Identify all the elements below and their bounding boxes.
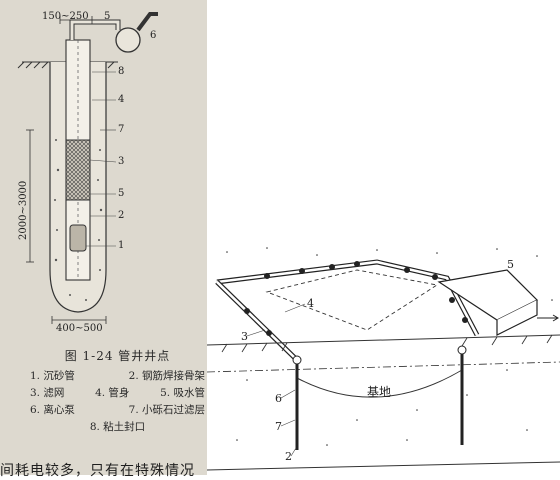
- bottom-width-dim: 400~500: [56, 323, 103, 334]
- callout-5-mid: 5: [118, 188, 124, 199]
- suction-pipe: [69, 19, 121, 40]
- legend-item: 8. 粘土封口: [89, 421, 146, 433]
- callout-7: 7: [275, 420, 282, 433]
- legend-item: 2. 钢筋焊接骨架: [128, 370, 205, 382]
- water-table: [207, 361, 560, 373]
- callout-1: 1: [118, 240, 124, 251]
- ground-surface: [207, 334, 560, 346]
- callout-3: 3: [118, 156, 124, 167]
- callout-8: 8: [118, 66, 124, 77]
- cut-off-text: 间耗电较多，只有在特殊情况: [0, 463, 195, 479]
- legend-item: 5. 吸水管: [160, 387, 205, 399]
- legend-row-1: 1. 沉砂管 2. 钢筋焊接骨架: [30, 368, 205, 385]
- legend-item: 6. 离心泵: [30, 404, 75, 416]
- callout-3: 3: [241, 330, 248, 343]
- legend-item: 7. 小砾石过滤层: [128, 404, 205, 416]
- legend-row-3: 6. 离心泵 7. 小砾石过滤层: [30, 402, 205, 419]
- pit-outline: [265, 269, 439, 331]
- header-pipe: [216, 259, 480, 337]
- filter-screen: [65, 139, 91, 201]
- drawdown-curve: [296, 369, 463, 398]
- well-point-drawing: 150~250 2000~3000 400~500 5 6 8 4 7 3 5 …: [17, 11, 158, 334]
- figure-caption: 图 1-24 管井井点 1. 沉砂管 2. 钢筋焊接骨架 3. 滤网 4. 管身…: [30, 348, 205, 436]
- callout-5-top: 5: [104, 11, 110, 22]
- caption-title: 图 1-24 管井井点: [64, 349, 171, 363]
- callout-5: 5: [507, 258, 514, 271]
- callout-4: 4: [307, 297, 314, 310]
- callout-6: 6: [150, 30, 156, 41]
- legend-item: 4. 管身: [95, 387, 130, 399]
- callout-2: 2: [118, 210, 124, 221]
- dewatering-layout-panel: 5 4 3 6 7 2 基地: [207, 0, 560, 475]
- well-point-figure-panel: 150~250 2000~3000 400~500 5 6 8 4 7 3 5 …: [0, 0, 207, 479]
- dewatering-drawing: 5 4 3 6 7 2 基地: [207, 247, 560, 471]
- valve-markers: [244, 261, 468, 336]
- top-width-dim: 150~250: [42, 11, 89, 22]
- legend-row-4: 8. 粘土封口: [30, 419, 205, 436]
- submerged-pump: [69, 224, 87, 252]
- callout-4: 4: [118, 94, 124, 105]
- pit-label: 基地: [367, 385, 391, 399]
- legend-item: 3. 滤网: [30, 387, 65, 399]
- centrifugal-pump: [115, 27, 141, 53]
- filter-length-dim: 2000~3000: [18, 181, 29, 240]
- legend-item: 1. 沉砂管: [30, 370, 75, 382]
- callout-7: 7: [118, 124, 124, 135]
- callout-2: 2: [285, 450, 292, 463]
- legend-row-2: 3. 滤网 4. 管身 5. 吸水管: [30, 385, 205, 402]
- callout-6: 6: [275, 392, 282, 405]
- gravel-fill: [54, 139, 103, 301]
